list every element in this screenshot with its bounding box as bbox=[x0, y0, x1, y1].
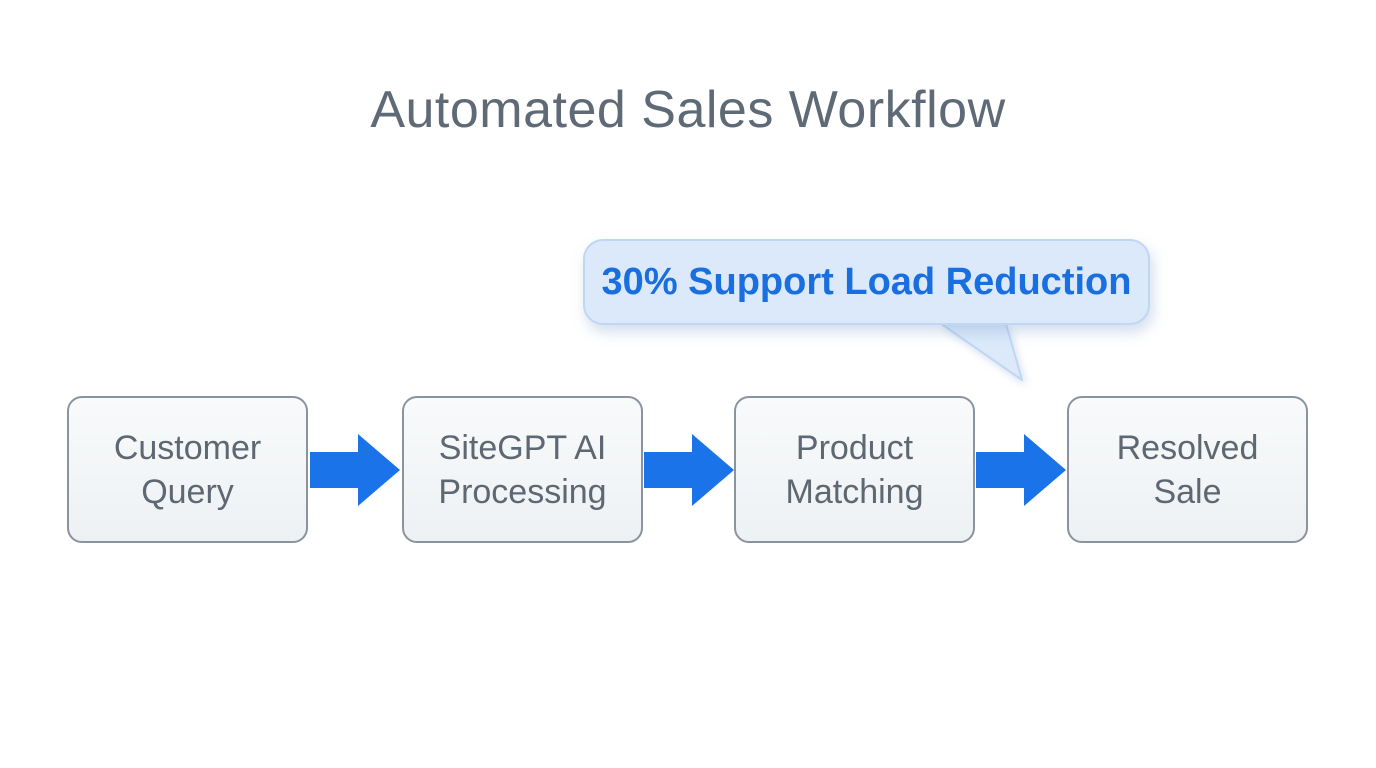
workflow-step-sitegpt-ai-processing: SiteGPT AI Processing bbox=[402, 396, 643, 543]
flow-arrow-1 bbox=[310, 434, 400, 506]
step-label-line: Resolved bbox=[1116, 428, 1259, 467]
flow-arrow-3 bbox=[976, 434, 1066, 506]
step-label-line: Matching bbox=[785, 472, 924, 511]
callout-tail-shape bbox=[939, 322, 1023, 381]
callout-text: 30% Support Load Reduction bbox=[601, 260, 1132, 303]
workflow-step-label: Customer Query bbox=[114, 426, 261, 514]
workflow-step-resolved-sale: Resolved Sale bbox=[1067, 396, 1308, 543]
step-label-line: Sale bbox=[1153, 472, 1222, 511]
callout-bubble: 30% Support Load Reduction bbox=[583, 239, 1150, 325]
step-label-line: Processing bbox=[438, 472, 607, 511]
flow-arrow-2 bbox=[644, 434, 734, 506]
arrow-shape bbox=[310, 434, 400, 506]
page-title: Automated Sales Workflow bbox=[370, 81, 1006, 139]
step-label-line: SiteGPT AI bbox=[438, 428, 607, 467]
callout-tail-icon bbox=[939, 322, 1023, 381]
step-label-line: Product bbox=[795, 428, 914, 467]
workflow-step-label: SiteGPT AI Processing bbox=[438, 426, 606, 514]
workflow-step-customer-query: Customer Query bbox=[67, 396, 308, 543]
workflow-step-label: Resolved Sale bbox=[1117, 426, 1259, 514]
workflow-step-label: Product Matching bbox=[786, 426, 924, 514]
step-label-line: Customer bbox=[113, 428, 262, 467]
arrow-shape bbox=[644, 434, 734, 506]
arrow-shape bbox=[976, 434, 1066, 506]
step-label-line: Query bbox=[141, 472, 234, 511]
workflow-step-product-matching: Product Matching bbox=[734, 396, 975, 543]
